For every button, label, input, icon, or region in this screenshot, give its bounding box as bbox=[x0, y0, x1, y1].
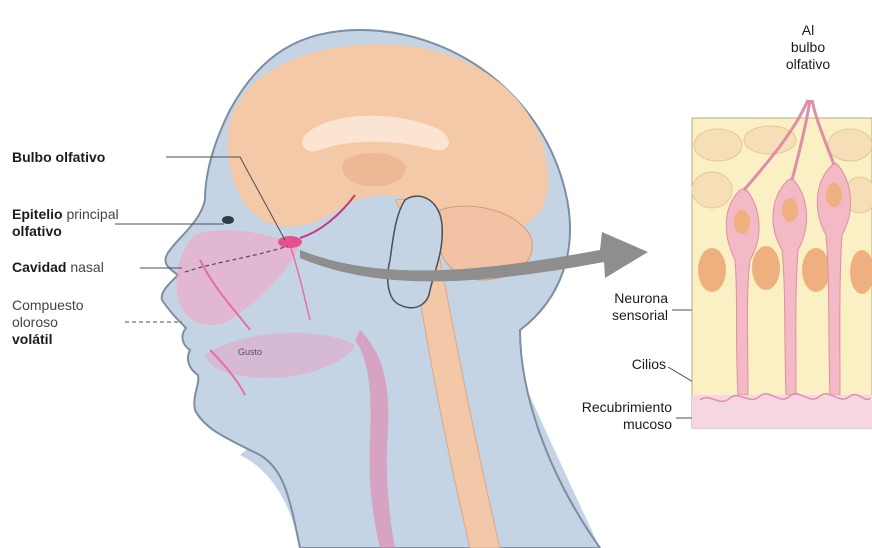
label-neurona-sensorial: Neurona sensorial bbox=[570, 290, 668, 324]
olfactory-bulb bbox=[278, 236, 302, 248]
label-epitelio-bold: Epitelio bbox=[12, 206, 63, 222]
label-recubrimiento-mucoso: Recubrimiento mucoso bbox=[540, 399, 672, 433]
label-epitelio: Epitelio principal olfativo bbox=[12, 206, 119, 240]
label-al-bulbo: Al bulbo olfativo bbox=[772, 22, 844, 73]
label-cavidad-bold: Cavidad bbox=[12, 259, 66, 275]
nucleus bbox=[698, 248, 726, 292]
label-compuesto: Compuesto oloroso volátil bbox=[12, 297, 84, 348]
label-cavidad-normal: nasal bbox=[70, 259, 103, 275]
nucleus bbox=[752, 246, 780, 290]
label-al-l2: bulbo bbox=[791, 39, 825, 55]
head-illustration bbox=[162, 30, 600, 548]
neuron-nucleus bbox=[734, 210, 750, 234]
label-bulbo-olfativo: Bulbo olfativo bbox=[12, 149, 105, 166]
mucus-layer bbox=[692, 395, 872, 428]
label-epitelio-line2: olfativo bbox=[12, 223, 62, 239]
label-compuesto-l3: volátil bbox=[12, 331, 52, 347]
upper-cell bbox=[828, 129, 872, 161]
label-neurona-l1: Neurona bbox=[614, 290, 668, 306]
label-neurona-l2: sensorial bbox=[612, 307, 668, 323]
label-gusto: Gusto bbox=[238, 344, 262, 361]
label-al-l3: olfativo bbox=[786, 56, 830, 72]
label-compuesto-l1: Compuesto bbox=[12, 297, 84, 313]
upper-cell bbox=[744, 126, 796, 154]
eye bbox=[222, 216, 234, 224]
label-compuesto-l2: oloroso bbox=[12, 314, 58, 330]
upper-cell bbox=[692, 172, 732, 208]
nucleus bbox=[802, 248, 830, 292]
label-recub-l1: Recubrimiento bbox=[582, 399, 672, 415]
neuron-nucleus bbox=[826, 183, 842, 207]
upper-cell bbox=[694, 129, 742, 161]
label-cilios: Cilios bbox=[580, 356, 666, 373]
label-epitelio-normal: principal bbox=[66, 206, 118, 222]
neuron-nucleus bbox=[782, 198, 798, 222]
label-al-l1: Al bbox=[802, 22, 814, 38]
epithelium-inset bbox=[692, 100, 872, 428]
label-cavidad-nasal: Cavidad nasal bbox=[12, 259, 104, 276]
label-recub-l2: mucoso bbox=[623, 416, 672, 432]
